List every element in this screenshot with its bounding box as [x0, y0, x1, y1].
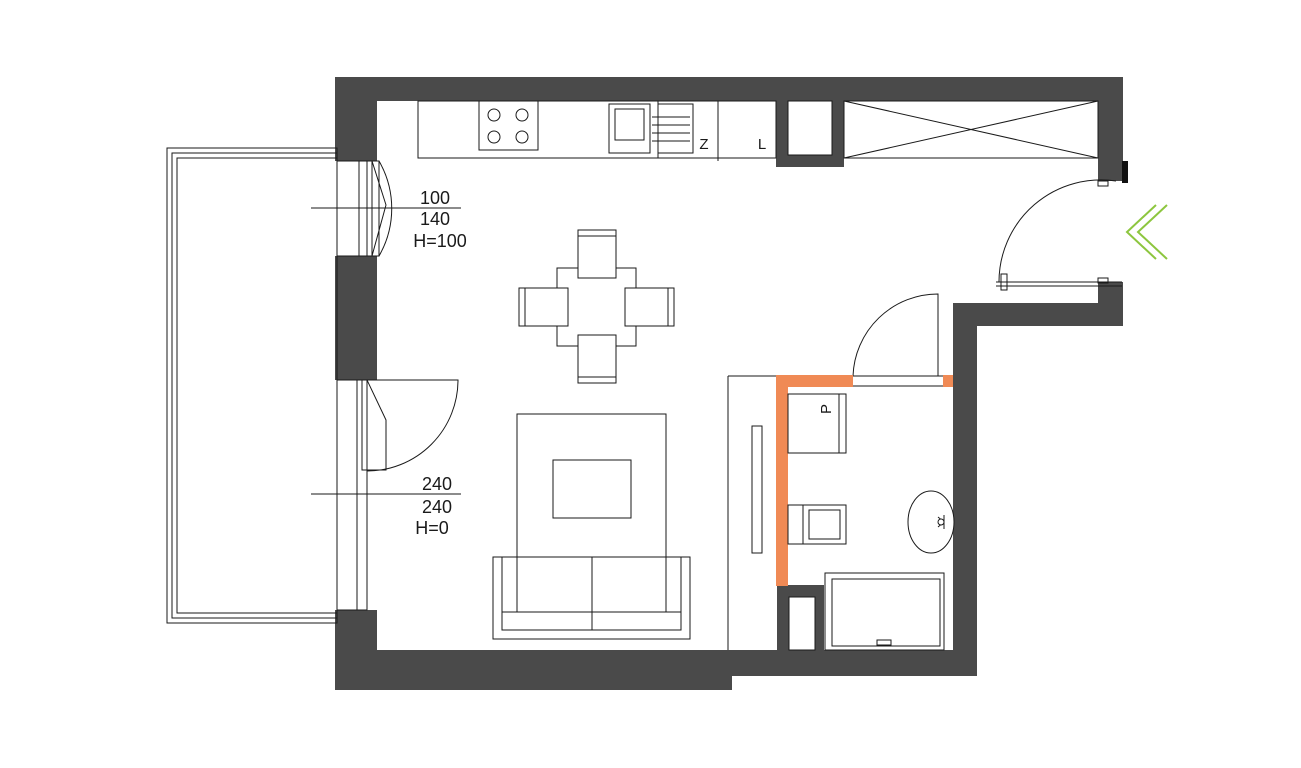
balcony-mid — [171, 152, 338, 619]
drain-icon — [876, 639, 892, 646]
wall-left-middle — [335, 256, 377, 380]
wall-bottom-bath — [728, 650, 977, 676]
living-area — [492, 413, 691, 640]
stub-void — [788, 596, 816, 651]
accent-wall-vertical — [776, 375, 788, 586]
bathroom-partitions — [727, 293, 943, 650]
burner-icon — [487, 108, 501, 122]
faucet-icon — [937, 518, 945, 526]
cooktop — [478, 100, 539, 151]
accent-wall-horizontal — [776, 375, 853, 387]
chair — [624, 287, 675, 327]
window-upper-swing — [371, 160, 387, 257]
window-lower-height: 240 — [422, 497, 452, 517]
burner-icon — [515, 108, 529, 122]
hall-wardrobe — [751, 425, 763, 554]
window-upper-height: 140 — [420, 209, 450, 229]
window-lower-width: 240 — [422, 474, 452, 494]
kitchen-counter — [417, 100, 777, 161]
column-void — [787, 100, 833, 156]
door-stop — [1122, 161, 1128, 183]
coffee-table — [552, 459, 632, 519]
wall-right-bath — [953, 303, 977, 676]
wall-left-upper — [335, 77, 377, 161]
dining-set — [518, 229, 675, 384]
walls — [335, 77, 1128, 690]
accent-walls — [776, 375, 953, 586]
chair — [577, 229, 617, 279]
window-upper-sill: H=100 — [413, 231, 467, 251]
window-lower-swing — [366, 379, 387, 471]
burner-icon — [487, 130, 501, 144]
wardrobe — [843, 100, 1099, 159]
wall-step — [953, 303, 1123, 326]
counter-top — [417, 100, 777, 159]
toilet — [787, 504, 847, 545]
entrance-door-arc — [998, 179, 1117, 283]
window-lower-sill: H=0 — [415, 518, 449, 538]
washer-label: P — [818, 404, 835, 414]
window-upper-width: 100 — [420, 188, 450, 208]
sofa — [492, 556, 691, 640]
bathroom-fixtures — [787, 393, 955, 651]
wall-right-upper — [1098, 77, 1123, 181]
double-chevron-left-icon — [1125, 204, 1168, 260]
fridge-slot — [657, 100, 719, 159]
wall-voids — [787, 100, 833, 651]
chair — [577, 334, 617, 384]
chair — [518, 287, 569, 327]
dishwasher-label: L — [758, 136, 766, 153]
accent-wall-stub — [943, 375, 953, 387]
entrance-door — [996, 179, 1122, 291]
balcony-inner — [176, 157, 338, 614]
wall-top — [335, 77, 1123, 101]
window-lower-label: 240 240 H=0 — [415, 474, 452, 538]
window-upper — [311, 160, 461, 257]
dining-table — [556, 267, 637, 347]
balcony — [166, 147, 338, 624]
washing-machine — [787, 393, 847, 454]
sink — [608, 103, 651, 154]
window-lower — [311, 379, 461, 611]
dishwasher-slot — [717, 100, 777, 159]
window-upper-label: 100 140 H=100 — [413, 188, 467, 251]
window-lower-arc — [366, 379, 459, 472]
balcony-outer — [166, 147, 338, 624]
drainboard — [657, 103, 694, 154]
wall-bottom-living — [335, 650, 732, 690]
washbasin — [907, 490, 955, 554]
bathtub — [824, 572, 945, 651]
burner-icon — [515, 130, 529, 144]
bathroom-door-arc — [852, 293, 939, 377]
fridge-label: Z — [699, 136, 708, 153]
sink-basin — [614, 108, 645, 141]
